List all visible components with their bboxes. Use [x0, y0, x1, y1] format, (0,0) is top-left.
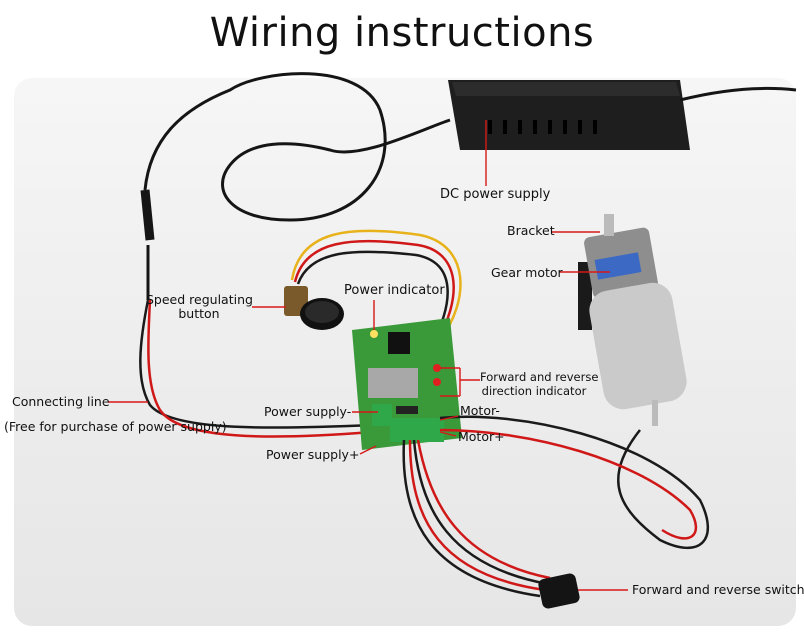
label-fr-indicator-line2: direction indicator — [481, 384, 587, 398]
label-motor-minus: Motor- — [460, 403, 500, 418]
dc-power-supply — [448, 80, 690, 150]
controller-board — [352, 318, 462, 450]
label-dc-power-supply: DC power supply — [440, 187, 551, 202]
label-power-supply-minus: Power supply- — [264, 404, 352, 419]
connecting-line — [139, 299, 373, 438]
label-speed-button-line2: button — [178, 306, 220, 321]
label-free-purchase-note: (Free for purchase of power supply) — [4, 419, 227, 434]
label-gear-motor: Gear motor — [491, 265, 563, 280]
power-cable — [140, 72, 797, 300]
label-power-supply-plus: Power supply+ — [266, 447, 360, 462]
label-bracket: Bracket — [507, 223, 555, 238]
label-fr-indicator: Forward and reverse direction indicator — [480, 370, 599, 398]
fr-switch — [538, 573, 580, 609]
switch-wires — [402, 439, 551, 598]
label-speed-button: Speed regulating button — [146, 292, 253, 321]
page-title: Wiring instructions — [209, 10, 595, 56]
motor-wires — [439, 415, 710, 550]
label-speed-button-line1: Speed regulating — [146, 292, 253, 307]
potentiometer-wires — [290, 229, 462, 345]
label-motor-plus: Motor+ — [458, 429, 505, 444]
label-power-indicator: Power indicator — [344, 283, 445, 298]
label-fr-indicator-line1: Forward and reverse — [480, 370, 599, 384]
label-fr-switch: Forward and reverse switch — [632, 582, 804, 597]
label-connecting-line: Connecting line — [12, 394, 110, 409]
speed-knob — [284, 286, 344, 330]
leader-lines — [108, 120, 628, 591]
gear-motor — [578, 214, 687, 426]
